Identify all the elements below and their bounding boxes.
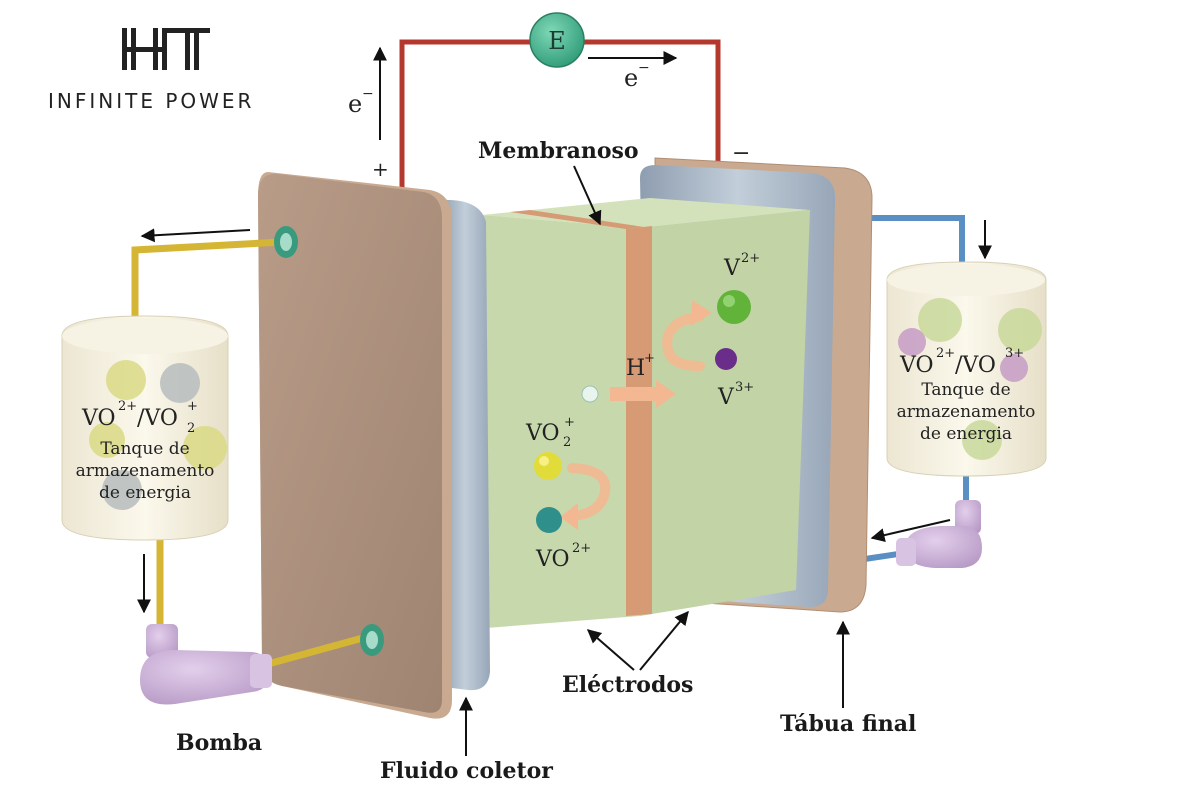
right-tank-particle (898, 328, 926, 356)
svg-text:/VO: /VO (955, 353, 996, 378)
right-return-pipe (850, 215, 965, 275)
left-pump-pipe (267, 632, 371, 668)
ion-reaction-arrow-right (662, 311, 705, 371)
cell-stack (482, 198, 810, 628)
left-tank-line2: armazenamento (76, 461, 215, 481)
left-tank-line1: Tanque de (100, 439, 189, 459)
power-source: E (529, 12, 585, 68)
positive-sign: + (372, 157, 389, 181)
svg-text:+: + (564, 415, 575, 430)
positive-wire (399, 39, 535, 190)
ion-reaction-arrow-left (567, 463, 611, 521)
left-return-pipe (131, 238, 283, 320)
label-membrane: Membranoso (478, 138, 639, 164)
negative-wire (580, 39, 721, 190)
right-pump (896, 500, 982, 568)
ion-v3: V 3+ (715, 348, 754, 410)
svg-text:+: + (644, 351, 655, 366)
electrolyte-top (482, 198, 810, 228)
proton-transfer: H + (581, 351, 676, 408)
right-tank-particle (1000, 354, 1028, 382)
right-tank-formula: VO 2+ /VO 3+ (899, 346, 1024, 378)
left-tank-particle (106, 360, 146, 400)
electrolyte-side (640, 210, 810, 616)
svg-text:2+: 2+ (118, 399, 137, 414)
left-pump (140, 624, 272, 705)
svg-text:VO: VO (525, 421, 560, 446)
svg-text:−: − (638, 60, 650, 76)
label-end-plate: Tábua final (780, 711, 916, 737)
svg-text:H: H (626, 356, 645, 381)
svg-text:V: V (717, 385, 735, 410)
left-tank-line3: de energia (99, 483, 191, 503)
right-tank-particle (918, 298, 962, 342)
svg-text:2+: 2+ (936, 346, 955, 361)
left-storage-tank: VO 2+ /VO + 2 Tanque de armazenamento de… (61, 315, 229, 541)
ion-v2: V 2+ (717, 251, 760, 324)
flow-arrow-right-bottom (870, 519, 951, 542)
electron-label-right: e − (624, 60, 650, 92)
left-tank-particle (183, 426, 227, 470)
ion-vo-2plus: VO 2+ (535, 507, 591, 572)
electrolyte-front (482, 215, 640, 628)
proton-label: H + (626, 351, 655, 381)
flow-arrow-left-top (140, 228, 251, 243)
ion-reaction-arrowhead-left (560, 503, 578, 530)
ion-reaction-arrowhead-right (690, 300, 712, 326)
svg-text:3+: 3+ (1005, 346, 1024, 361)
left-tank-particle (102, 470, 142, 510)
right-tank-line3: de energia (920, 424, 1012, 444)
svg-text:/VO: /VO (137, 406, 178, 431)
svg-text:2: 2 (563, 435, 571, 450)
electron-label-left: e − (348, 86, 374, 118)
source-label: E (548, 27, 566, 55)
pointer-electrode-right (639, 610, 689, 671)
right-storage-tank: VO 2+ /VO 3+ Tanque de armazenamento de … (886, 261, 1047, 477)
logo-tagline: INFINITE POWER (48, 89, 254, 113)
svg-text:2: 2 (187, 421, 195, 436)
logo-mark (122, 28, 210, 70)
right-tank-line2: armazenamento (897, 402, 1036, 422)
svg-text:3+: 3+ (735, 380, 754, 395)
right-tank-line1: Tanque de (921, 380, 1010, 400)
svg-text:2+: 2+ (572, 541, 591, 556)
svg-text:VO: VO (535, 547, 570, 572)
svg-text:VO: VO (899, 353, 934, 378)
ion-vo2-plus: VO + 2 (525, 415, 575, 480)
svg-text:V: V (723, 256, 741, 281)
negative-sign: − (732, 141, 750, 166)
left-current-collector (440, 199, 490, 691)
svg-text:−: − (362, 86, 374, 102)
membrane-top (510, 210, 644, 229)
membrane (626, 226, 652, 616)
label-electrodes: Eléctrodos (562, 672, 693, 698)
right-tank-particle (998, 308, 1042, 352)
svg-text:e: e (624, 64, 638, 92)
svg-text:VO: VO (81, 406, 116, 431)
label-pump: Bomba (176, 730, 262, 756)
left-lower-port (360, 624, 384, 656)
right-tank-particle (962, 420, 1002, 460)
svg-text:+: + (187, 399, 198, 414)
pointer-electrode-left (586, 629, 635, 671)
left-tank-particle (89, 422, 125, 458)
left-upper-port (274, 226, 298, 258)
label-collector: Fluido coletor (380, 758, 553, 784)
brand-logo: INFINITE POWER (48, 28, 254, 113)
svg-text:2+: 2+ (741, 251, 760, 266)
left-tank-particle (160, 363, 200, 403)
svg-text:e: e (348, 90, 362, 118)
left-tank-formula: VO 2+ /VO + 2 (81, 399, 198, 436)
pointer-membrane (573, 165, 602, 226)
left-end-plate (258, 172, 452, 719)
